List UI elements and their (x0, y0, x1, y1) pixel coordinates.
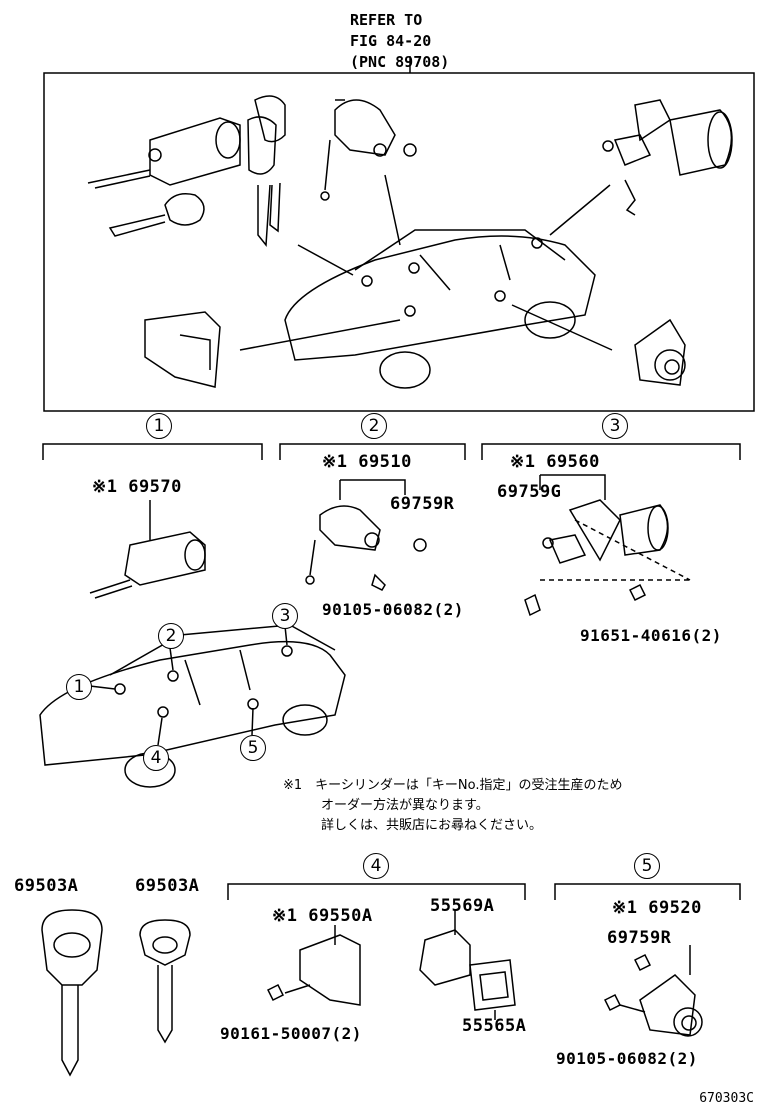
group-1-marker: 1 (146, 413, 172, 439)
group3-luggage-cylinder-drawing (524, 474, 691, 617)
note-line-3: 詳しくは、共販店にお尋ねください。 (321, 818, 543, 833)
part-69520: ※1 69520 (612, 898, 702, 918)
part-55569A: 55569A (430, 896, 495, 916)
car-callout-3: 3 (272, 603, 298, 629)
group2-door-cylinder-drawing (305, 479, 427, 591)
part-69503A-1: 69503A (14, 876, 79, 896)
note-line-2: オーダー方法が異なります。 (321, 798, 489, 813)
master-key-drawing (41, 909, 103, 1077)
part-55565A: 55565A (462, 1016, 527, 1036)
group4-door-lock-drawing (266, 925, 361, 1006)
top-car-drawing (239, 174, 613, 389)
top-ignition-cylinder-drawing (87, 95, 286, 247)
top-trunk-lock-drawing (144, 311, 221, 388)
group-4-marker: 4 (363, 853, 389, 879)
sub-key-drawing (139, 919, 191, 1044)
group1-ignition-cylinder-drawing (89, 500, 206, 599)
lower-car-drawing (39, 624, 346, 788)
car-callout-5: 5 (240, 735, 266, 761)
group3-bracket (481, 443, 741, 460)
order-note: ※1 キーシリンダーは「キーNo.指定」の受注生産のため オーダー方法が異なりま… (283, 776, 623, 836)
overview-frame (43, 72, 755, 412)
top-rear-cylinder-drawing (634, 318, 686, 386)
group2-bracket (279, 443, 466, 460)
part-69759R-b: 69759R (607, 928, 672, 948)
car-callout-4: 4 (143, 745, 169, 771)
part-90161: 90161-50007(2) (220, 1024, 362, 1043)
part-69510: ※1 69510 (322, 452, 412, 472)
part-69503A-2: 69503A (135, 876, 200, 896)
group4-bracket (227, 883, 526, 900)
group-2-marker: 2 (361, 413, 387, 439)
car-callout-2: 2 (158, 623, 184, 649)
top-luggage-cylinder-drawing (602, 99, 733, 216)
part-69560: ※1 69560 (510, 452, 600, 472)
part-69759R-a: 69759R (390, 494, 455, 514)
part-91651: 91651-40616(2) (580, 626, 722, 645)
car-callout-1: 1 (66, 674, 92, 700)
group1-bracket (42, 443, 263, 460)
top-door-cylinder-drawing (320, 99, 417, 201)
refer-line-1: REFER TO (350, 11, 423, 29)
group5-door-cylinder-drawing (603, 945, 703, 1037)
group-3-marker: 3 (602, 413, 628, 439)
refer-to-note: REFER TO FIG 84-20 (PNC 89708) (350, 10, 449, 73)
part-69550A: ※1 69550A (272, 906, 373, 926)
part-90105-b: 90105-06082(2) (556, 1049, 698, 1068)
refer-line-3: (PNC 89708) (350, 53, 450, 71)
part-69570: ※1 69570 (92, 477, 182, 497)
part-90105-a: 90105-06082(2) (322, 600, 464, 619)
group4-bracket-part-drawing (419, 910, 471, 986)
group-5-marker: 5 (634, 853, 660, 879)
group4-pad-drawing (469, 959, 516, 1020)
refer-line-2: FIG 84-20 (350, 32, 432, 50)
part-69759G: 69759G (497, 482, 562, 502)
figure-code: 670303C (699, 1091, 754, 1106)
group5-bracket (554, 883, 741, 900)
note-line-1: ※1 キーシリンダーは「キーNo.指定」の受注生産のため (283, 778, 623, 793)
